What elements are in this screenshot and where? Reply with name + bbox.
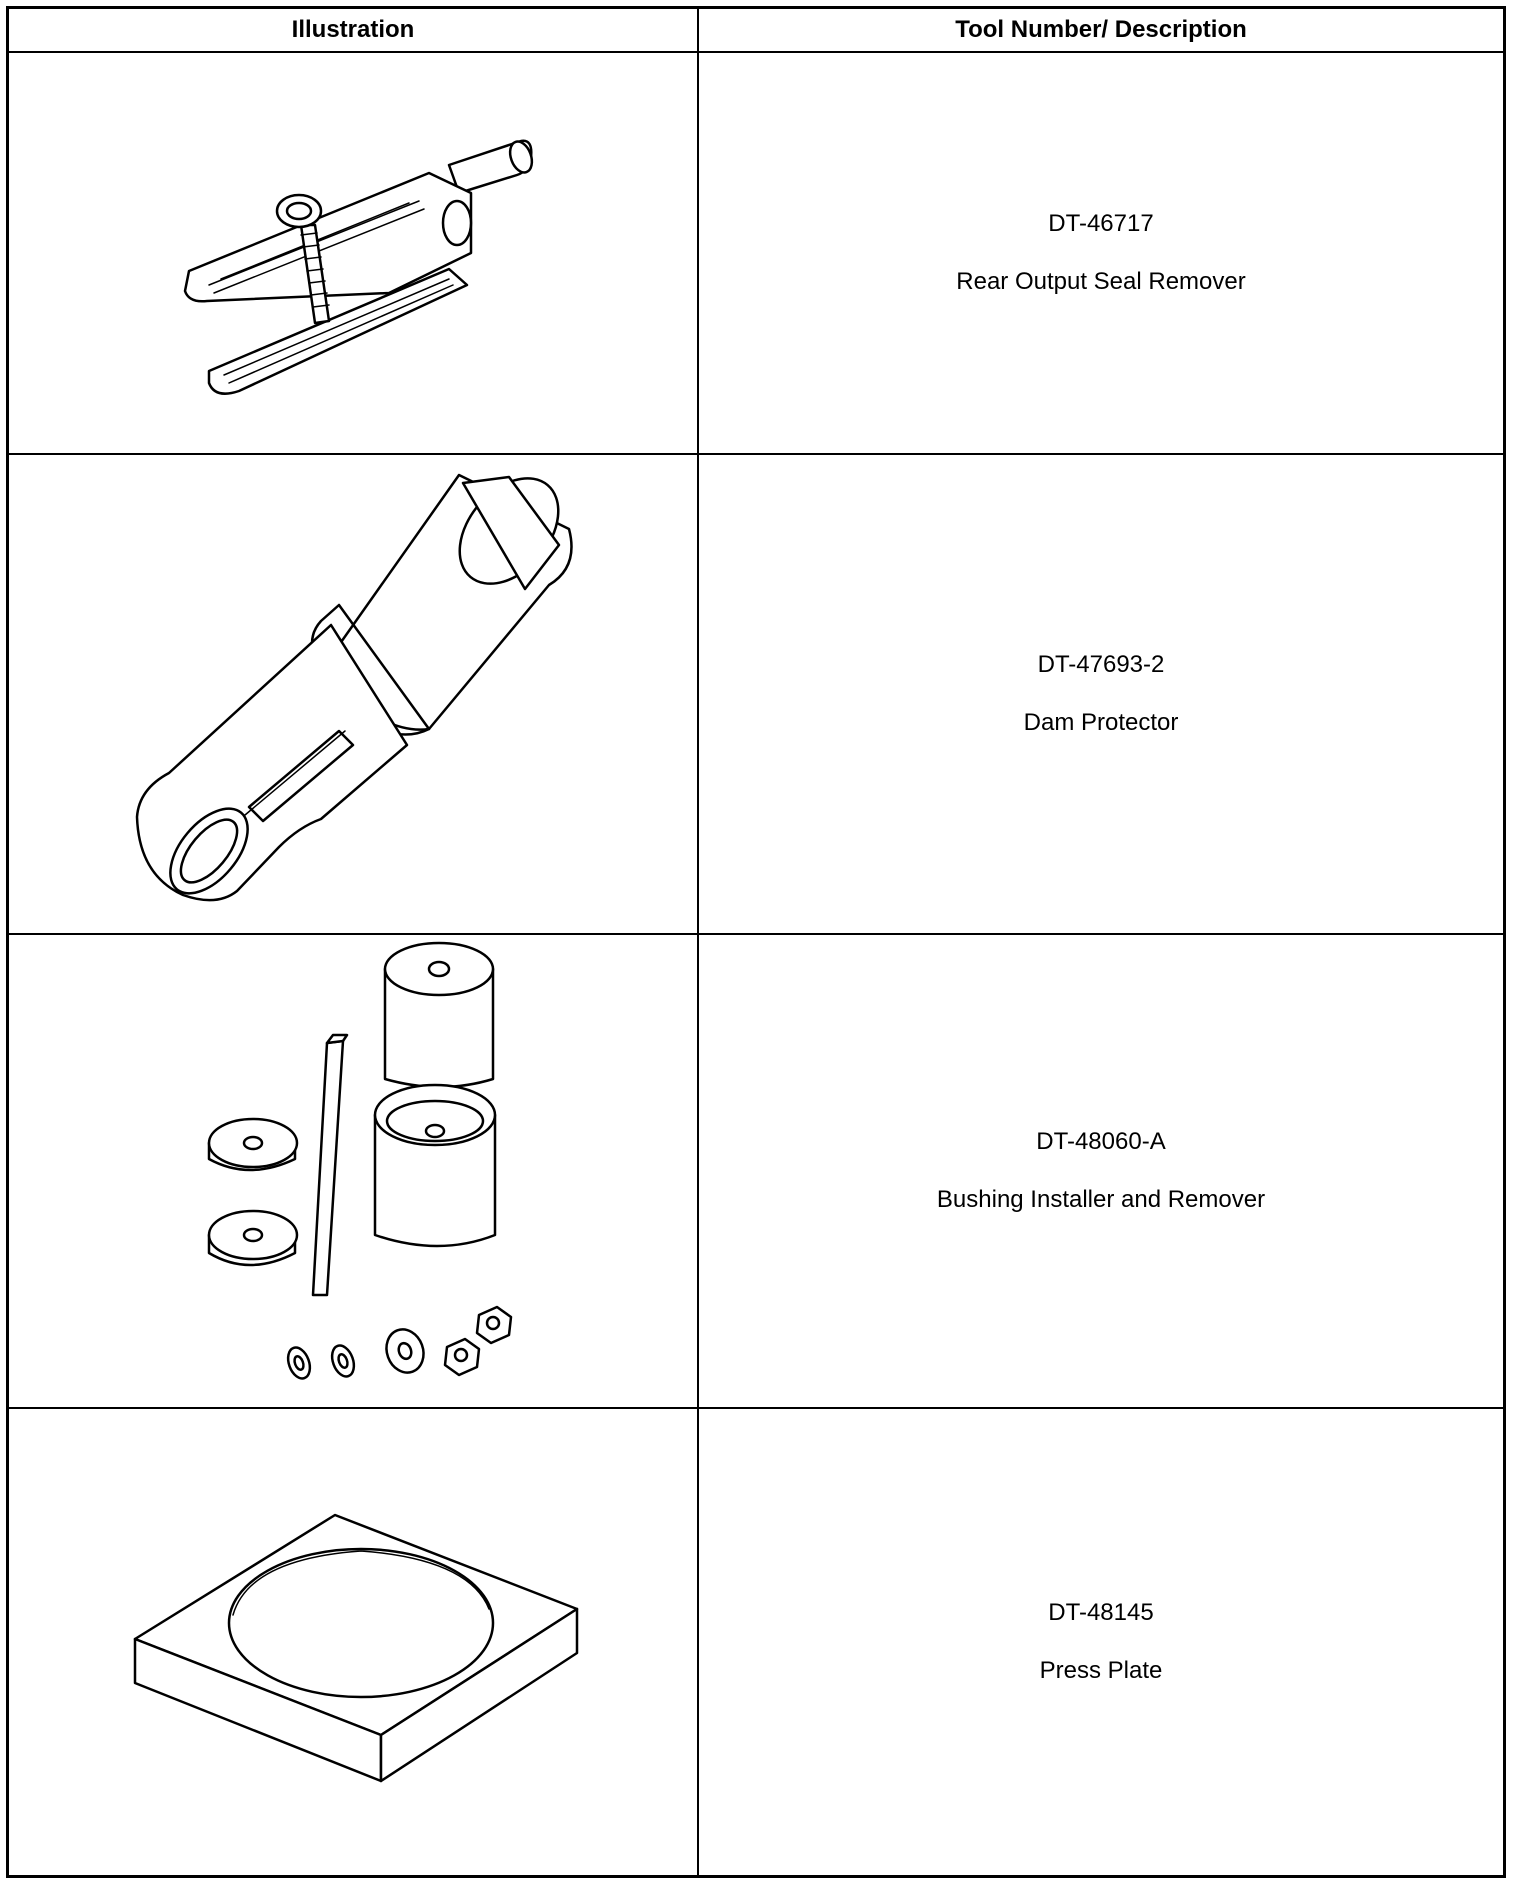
tool-description-cell: DT-48060-A Bushing Installer and Remover	[699, 935, 1503, 1407]
row-divider	[9, 1407, 1503, 1409]
tool-number: DT-48060-A	[1036, 1128, 1166, 1155]
tool-number: DT-47693-2	[1037, 651, 1165, 678]
tool-description: Bushing Installer and Remover	[936, 1186, 1266, 1213]
table-row: DT-46717 Rear Output Seal Remover	[9, 53, 1503, 453]
press-plate-illustration	[9, 1409, 697, 1875]
tool-description: Rear Output Seal Remover	[956, 268, 1246, 295]
tool-number: DT-48145	[1048, 1599, 1154, 1626]
tool-description-cell: DT-46717 Rear Output Seal Remover	[699, 53, 1503, 453]
bushing-kit-illustration	[9, 935, 697, 1407]
tool-table: Illustration Tool Number/ Description	[6, 6, 1506, 1878]
tool-description-cell: DT-48145 Press Plate	[699, 1409, 1503, 1875]
tool-number: DT-46717	[1048, 210, 1154, 237]
table-row: DT-48145 Press Plate	[9, 1409, 1503, 1875]
header-illustration: Illustration	[291, 16, 415, 43]
column-divider	[697, 9, 699, 1875]
header-tool-number: Tool Number/ Description	[955, 16, 1247, 43]
tool-description: Dam Protector	[1023, 709, 1179, 736]
header-divider	[9, 51, 1503, 53]
row-divider	[9, 453, 1503, 455]
table-row: DT-47693-2 Dam Protector	[9, 455, 1503, 933]
seal-remover-illustration	[9, 53, 697, 453]
row-divider	[9, 933, 1503, 935]
tool-description-cell: DT-47693-2 Dam Protector	[699, 455, 1503, 933]
tool-description: Press Plate	[1039, 1657, 1163, 1684]
dam-protector-illustration	[9, 455, 697, 933]
table-row: DT-48060-A Bushing Installer and Remover	[9, 935, 1503, 1407]
